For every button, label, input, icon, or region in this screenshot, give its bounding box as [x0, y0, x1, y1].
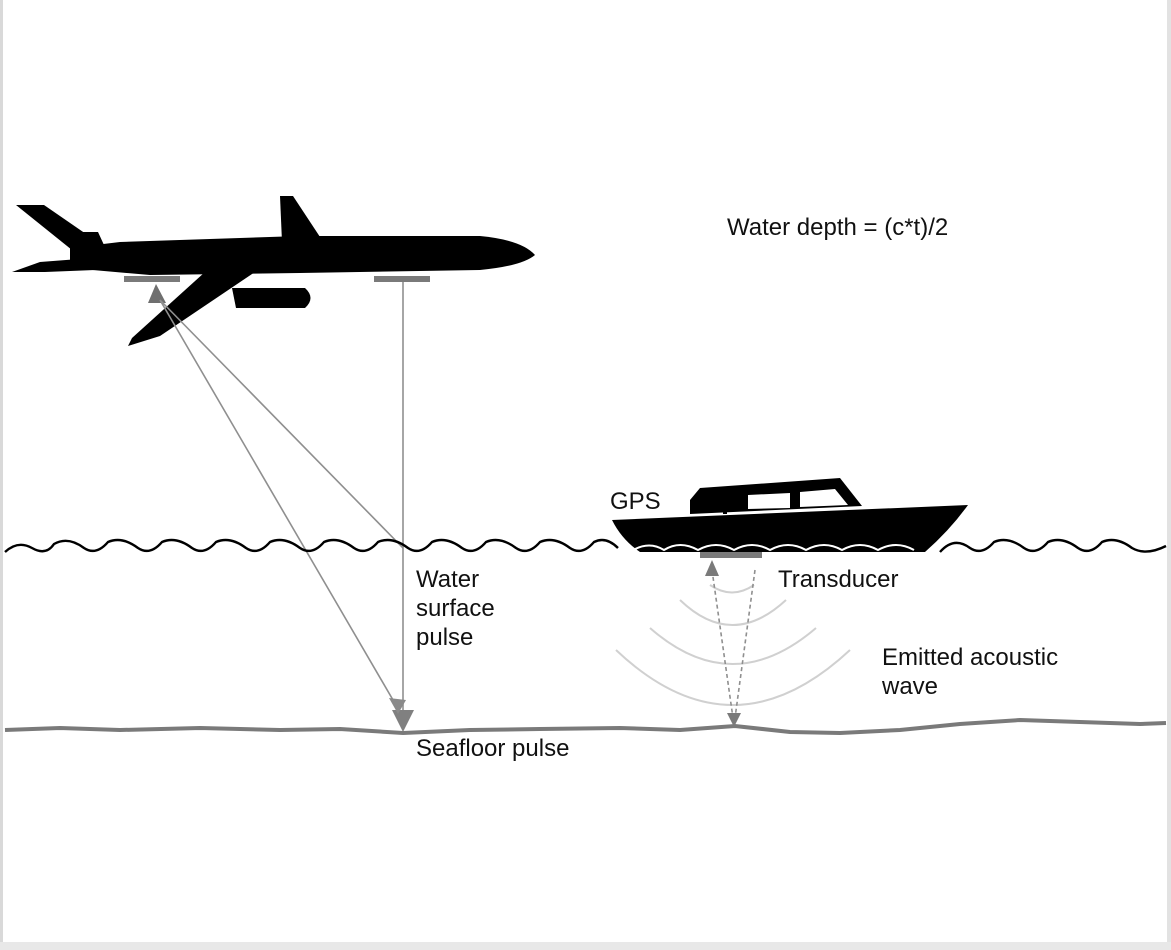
transducer-label: Transducer	[778, 566, 899, 593]
acoustic-wave	[615, 584, 851, 706]
water-surface	[4, 538, 619, 553]
boat-icon	[612, 478, 968, 558]
frame-edge-bottom	[0, 942, 1171, 950]
return-beam-surface	[159, 299, 404, 549]
seafloor-pulse-label: Seafloor pulse	[416, 735, 570, 762]
gps-label: GPS	[610, 488, 661, 515]
hull-waterline	[629, 544, 915, 553]
return-beam-seafloor	[159, 299, 401, 713]
sonar-beams	[711, 569, 756, 719]
lidar-beams	[159, 282, 404, 713]
emitted-acoustic-wave-line-1: Emitted acoustic	[882, 644, 1059, 671]
airplane-icon	[12, 196, 535, 346]
sonar-return-arrowhead	[705, 560, 719, 576]
frame-edge-left	[0, 0, 3, 950]
water-surface-right	[939, 538, 1167, 553]
water-surface-pulse-line-3: pulse	[416, 624, 474, 651]
emitted-acoustic-wave-line-2: wave	[882, 673, 939, 700]
angled-arrowhead	[389, 698, 406, 714]
water-depth-formula: Water depth = (c*t)/2	[727, 214, 949, 241]
seafloor-line	[4, 717, 1167, 736]
seafloor-arrowhead	[392, 710, 414, 732]
water-surface-pulse-line-2: surface	[416, 595, 495, 622]
frame-edge-right	[1167, 0, 1171, 950]
water-surface-pulse-line-1: Water	[416, 566, 480, 593]
sonar-down-arrowhead	[727, 713, 741, 727]
emitted-acoustic-wave-label: Emitted acoustic wave	[882, 643, 1171, 701]
water-surface-pulse-label: Water surface pulse	[416, 565, 556, 652]
